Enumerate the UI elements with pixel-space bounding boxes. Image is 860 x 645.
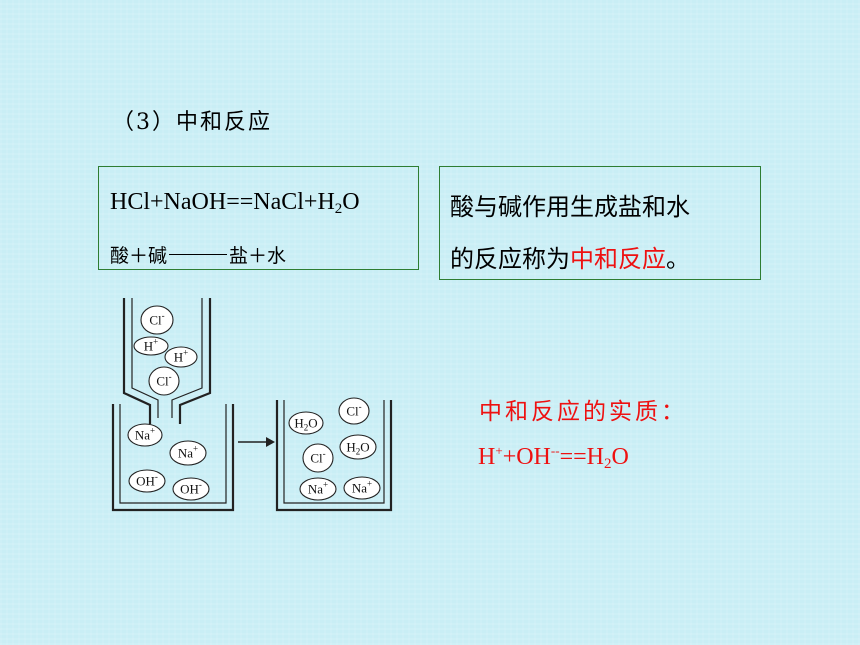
chemical-equation: HCl+NaOH==NaCl+H2O: [110, 189, 360, 218]
ion-label: OH-: [180, 480, 202, 497]
essence-h: H: [478, 444, 496, 470]
ion-bubble: H+: [133, 336, 169, 356]
ion-bubble: Cl-: [148, 366, 180, 396]
ion-bubble: Cl-: [302, 443, 334, 473]
ion-bubble: Cl-: [338, 397, 370, 425]
equation-lhs: HCl+NaOH==NaCl+H: [110, 189, 335, 215]
ion-bubble: Na+: [127, 423, 163, 447]
ion-bubble: Na+: [169, 440, 207, 466]
definition-post: 。: [666, 245, 690, 273]
ion-circle: [133, 336, 169, 356]
ion-circle: [169, 440, 207, 466]
ion-circle: [164, 346, 198, 368]
essence-oh-charge: --: [550, 443, 560, 458]
equation-rhs: O: [342, 189, 360, 215]
ion-bubble: Na+: [343, 476, 381, 500]
ion-label: H+: [144, 337, 158, 354]
ion-bubble: H2O: [288, 411, 324, 435]
word-equation-right: 盐＋水: [229, 245, 287, 267]
ion-circle: [127, 423, 163, 447]
definition-term: 中和反应: [570, 245, 666, 273]
ion-circle: [299, 477, 337, 501]
ion-bubble: H+: [164, 346, 198, 368]
essence-oh: +OH: [502, 444, 551, 470]
ion-label: Cl-: [149, 311, 164, 328]
definition-line-1: 酸与碱作用生成盐和水: [450, 193, 690, 221]
right-beaker: [275, 400, 393, 512]
definition-box: 酸与碱作用生成盐和水 的反应称为中和反应。: [439, 166, 761, 280]
ion-circle: [128, 469, 166, 493]
ion-label: H+: [174, 348, 188, 365]
reaction-arrow: [238, 437, 275, 447]
word-equation: 酸＋碱 盐＋水: [110, 241, 286, 268]
essence-o: O: [611, 444, 629, 470]
ion-circle: [288, 411, 324, 435]
left-beaker: [111, 404, 235, 512]
section-title: （3）中和反应: [112, 110, 272, 135]
ion-bubble: H2O: [339, 434, 377, 460]
ion-label: OH-: [136, 472, 158, 489]
ion-bubble: OH-: [128, 469, 166, 493]
ion-circle: [140, 305, 174, 335]
ion-label: Na+: [135, 426, 155, 443]
equation-box: HCl+NaOH==NaCl+H2O 酸＋碱 盐＋水: [98, 166, 419, 270]
ion-label: Cl-: [346, 402, 361, 419]
ion-label: Cl-: [156, 372, 171, 389]
essence-subscript: 2: [603, 456, 612, 472]
ion-circle: [172, 477, 210, 501]
ion-label: H2O: [346, 440, 369, 457]
ion-circle: [302, 443, 334, 473]
ion-circle: [338, 397, 370, 425]
definition-line-2: 的反应称为中和反应。: [450, 239, 690, 274]
word-equation-left: 酸＋碱: [110, 245, 168, 267]
essence-h-charge: +: [495, 443, 503, 458]
ion-bubble: Cl-: [140, 305, 174, 335]
ion-circle: [343, 476, 381, 500]
dropper-funnel: [122, 298, 212, 424]
ion-label: Cl-: [310, 449, 325, 466]
ion-label: Na+: [308, 480, 328, 497]
essence-equation: H++OH--==H2O: [478, 443, 629, 473]
equation-subscript: 2: [334, 201, 343, 217]
essence-title: 中和反应的实质：: [479, 399, 687, 425]
ion-label: Na+: [352, 479, 372, 496]
ion-bubble: Na+: [299, 477, 337, 501]
essence-eq-h: ==H: [559, 444, 604, 470]
ion-label: H2O: [294, 416, 317, 433]
definition-pre: 的反应称为: [450, 245, 570, 273]
ion-circle: [148, 366, 180, 396]
ion-circle: [339, 434, 377, 460]
ion-label: Na+: [178, 444, 198, 461]
ion-bubble: OH-: [172, 477, 210, 501]
reaction-line: [169, 254, 228, 255]
